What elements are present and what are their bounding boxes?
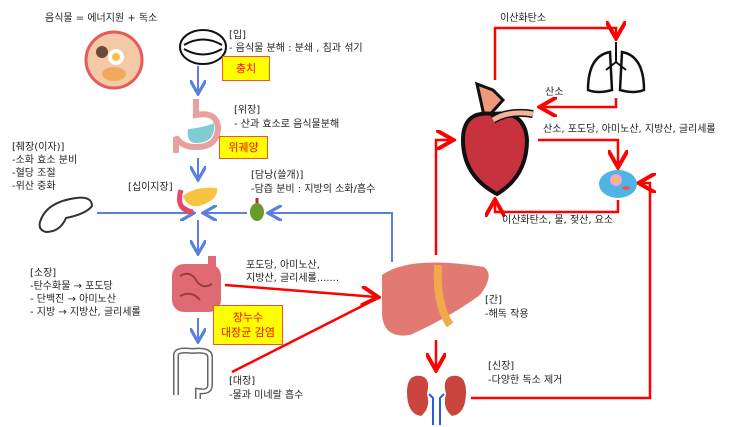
food-bowl-icon: [84, 30, 144, 90]
stomach-desc: - 산과 효소로 음식물분해: [234, 119, 340, 130]
small-intestine-line: - 지방 → 지방산, 글리세롤: [30, 307, 141, 318]
from-cells-label: 이산화탄소, 물, 젖산, 요소: [502, 215, 614, 226]
liver-label: [간]: [485, 295, 503, 306]
liver-desc: -해독 작용: [485, 309, 529, 320]
mouth-icon: [179, 29, 227, 65]
stomach-label: [위장]: [234, 105, 261, 116]
stomach-icon: [173, 99, 222, 153]
mouth-desc: - 음식물 분해 : 분쇄 , 침과 섞기: [229, 43, 363, 54]
heart-icon: [460, 81, 534, 197]
pancreas-line: -소화 효소 분비: [12, 155, 78, 166]
title: 음식물 = 에너지원 + 독소: [45, 13, 158, 24]
oxygen-label: 산소: [545, 87, 564, 98]
mouth-issue-badge: 충치: [222, 56, 270, 81]
absorbed-nutrients: 포도당, 아미노산,: [246, 260, 320, 271]
pancreas-label: [췌장(이자)]: [12, 142, 65, 153]
gallbladder-icon: [250, 198, 264, 221]
issue-ecoli: 대장균 감염: [220, 326, 276, 339]
liver-icon: [382, 262, 489, 336]
large-intestine-desc: -물과 미네랄 흡수: [229, 390, 304, 401]
small-intestine-icon: [172, 256, 221, 312]
absorbed-nutrients: 지방산, 글리세롤.......: [246, 273, 340, 284]
issue-leaky-gut: 장누수: [232, 311, 264, 324]
gallbladder-label: [담낭(쓸개)]: [251, 170, 304, 181]
kidneys-icon: [407, 375, 466, 425]
cell-icon: [599, 170, 637, 198]
small-intestine-line: - 단백진 → 아미노산: [30, 294, 116, 305]
stomach-issue-badge: 위궤양: [219, 136, 268, 159]
small-intestine-line: -탄수화물 → 포도당: [30, 281, 113, 292]
duodenum-pancreas-icon: [177, 187, 218, 215]
pancreas-line: -위산 중화: [12, 181, 56, 192]
to-cells-label: 산소, 포도당, 아미노산, 지방산, 글리세롤: [543, 124, 716, 135]
large-intestine-label: [대장]: [229, 376, 256, 387]
gallbladder-desc: -담즙 분비 : 지방의 소화/흡수: [251, 184, 376, 195]
duodenum-label: [십이지장]: [128, 182, 173, 193]
small-intestine-label: [소장]: [30, 268, 57, 279]
lungs-icon: [586, 42, 646, 94]
co2-to-lungs-label: 이산화탄소: [500, 13, 546, 24]
pancreas-outline-icon: [38, 196, 94, 234]
large-intestine-icon: [173, 347, 213, 399]
kidney-label: [신장]: [488, 361, 515, 372]
mouth-label: [입]: [229, 30, 247, 41]
pancreas-line: -혈당 조절: [12, 168, 56, 179]
kidney-desc: -다양한 독소 제거: [488, 375, 563, 386]
